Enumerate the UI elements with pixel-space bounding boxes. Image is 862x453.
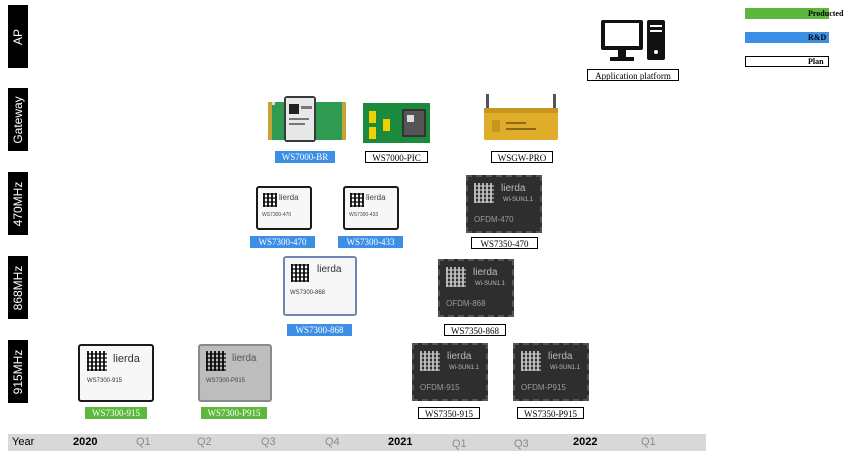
legend-label-rd: R&D [808, 33, 827, 42]
timeline-year-label: Year [12, 436, 35, 448]
wsgw-pro-image [484, 94, 558, 140]
ws7300-p915-chip: lierda WS7300-P915 [198, 344, 272, 402]
ws7000-br-tag: WS7000-BR [275, 151, 335, 163]
row-label-gateway: Gateway [8, 88, 28, 151]
row-label-915mhz: 915MHz [8, 340, 28, 403]
timeline-tick: Q4 [325, 436, 340, 448]
wsgw-pro-tag: WSGW-PRO [491, 151, 553, 163]
computer-icon [601, 20, 665, 61]
ws7350-470-chip: lierda Wi-SUN1.1 OFDM-470 [466, 175, 542, 233]
timeline-bar [8, 434, 706, 451]
ws7000-br-image [268, 96, 346, 142]
timeline-tick: Q1 [641, 436, 656, 448]
ws7300-433-chip: lierda WS7300-433 [343, 186, 399, 230]
legend-label-produced: Producted [808, 9, 844, 18]
legend-swatch-produced [745, 8, 829, 19]
timeline-tick: Q1 [452, 438, 467, 450]
row-label-470mhz: 470MHz [8, 172, 28, 235]
legend-label-plan: Plan [808, 57, 824, 66]
ws7300-470-tag: WS7300-470 [250, 236, 315, 248]
row-label-868mhz: 868MHz [8, 256, 28, 319]
ws7300-915-tag: WS7300-915 [85, 407, 147, 419]
ws7000-pic-image [363, 103, 430, 143]
ws7300-433-tag: WS7300-433 [338, 236, 403, 248]
ws7350-868-tag: WS7350-868 [444, 324, 506, 336]
timeline-tick: Q1 [136, 436, 151, 448]
legend-swatch-plan [745, 56, 829, 67]
timeline-tick: Q2 [197, 436, 212, 448]
ws7350-470-tag: WS7350-470 [471, 237, 538, 249]
timeline-tick: Q3 [261, 436, 276, 448]
legend-swatch-rd [745, 32, 829, 43]
ws7000-pic-tag: WS7000-PIC [365, 151, 428, 163]
ap-label: Application platform [587, 69, 679, 81]
ws7350-p915-chip: lierda Wi-SUN1.1 OFDM-P915 [513, 343, 589, 401]
ws7300-868-chip: lierda WS7300-868 [283, 256, 357, 316]
ws7350-915-chip: lierda Wi-SUN1.1 OFDM-915 [412, 343, 488, 401]
timeline-tick-2020: 2020 [73, 436, 98, 448]
timeline-tick: Q3 [514, 438, 529, 450]
ws7350-868-chip: lierda Wi-SUN1.1 OFDM-868 [438, 259, 514, 317]
timeline-tick-2022: 2022 [573, 436, 598, 448]
ws7300-p915-tag: WS7300-P915 [201, 407, 267, 419]
row-label-ap: AP [8, 5, 28, 68]
ws7300-470-chip: lierda WS7300-470 [256, 186, 312, 230]
timeline-tick-2021: 2021 [388, 436, 413, 448]
ws7300-868-tag: WS7300-868 [287, 324, 352, 336]
ws7300-915-chip: lierda WS7300-915 [78, 344, 154, 402]
ws7350-915-tag: WS7350-915 [418, 407, 480, 419]
ws7350-p915-tag: WS7350-P915 [517, 407, 584, 419]
